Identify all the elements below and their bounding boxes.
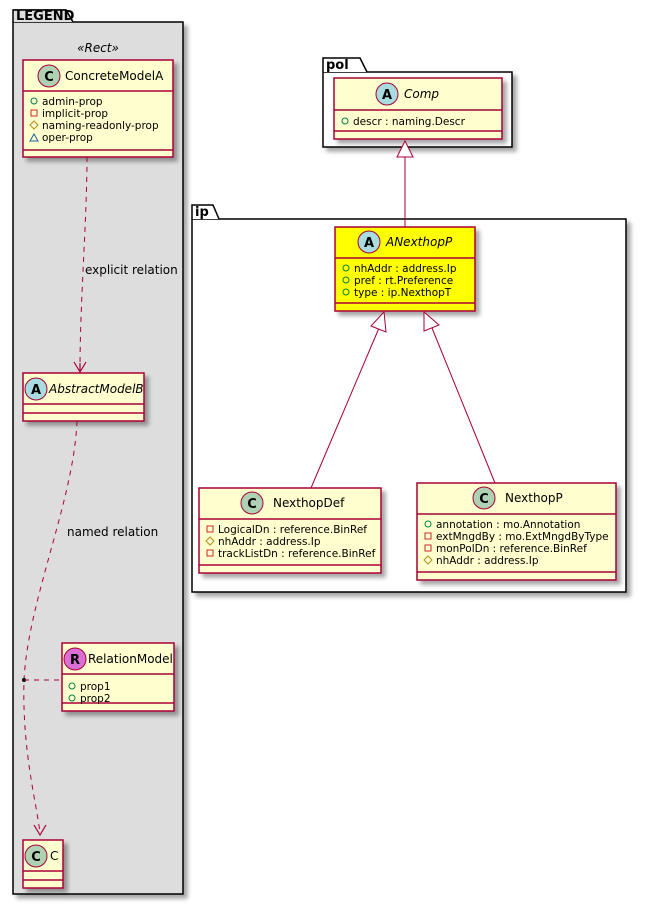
inheritance-arrow-icon	[423, 310, 440, 332]
protected-visibility-icon	[423, 555, 433, 565]
public-visibility-icon	[342, 288, 350, 296]
ip-package-label: ip	[195, 205, 209, 220]
class-spot-letter: R	[70, 653, 80, 668]
class-spot-icon	[240, 491, 264, 515]
attribute: annotation : mo.Annotation	[436, 519, 580, 531]
class-spot-icon	[24, 844, 48, 868]
class-name: Comp	[404, 87, 439, 101]
named-relation-label: named relation	[67, 525, 158, 539]
class-spot-icon	[37, 64, 61, 88]
private-visibility-icon	[206, 525, 214, 533]
generalization-edge-nexthopp	[423, 310, 496, 484]
class-anexthop-p[interactable]: A ANexthopP nhAddr : address.Ip pref : r…	[334, 226, 476, 312]
legend-package: LEGEND «Rect»	[12, 9, 184, 895]
legend-package-body	[12, 21, 184, 895]
attribute: prop1	[80, 681, 111, 693]
class-name: ANexthopP	[385, 235, 453, 249]
class-name: RelationModel	[88, 652, 173, 666]
protected-visibility-icon	[205, 536, 215, 546]
attribute: oper-prop	[42, 132, 93, 144]
attribute: extMngdBy : mo.ExtMngdByType	[436, 531, 609, 543]
private-visibility-icon	[424, 544, 432, 552]
public-visibility-icon	[30, 97, 38, 105]
attribute: nhAddr : address.Ip	[436, 555, 539, 567]
attribute: prop2	[80, 693, 111, 705]
class-name: ConcreteModelA	[65, 69, 164, 83]
protected-visibility-icon	[29, 120, 39, 130]
pol-package-label: pol	[326, 58, 349, 73]
class-spot-letter: C	[31, 850, 41, 865]
attribute: trackListDn : reference.BinRef	[218, 548, 376, 560]
class-spot-letter: A	[31, 383, 41, 398]
relation-spot-icon	[63, 647, 87, 671]
pol-package-tab	[322, 57, 368, 73]
attribute: implicit-prop	[42, 108, 108, 120]
class-name: NexthopDef	[273, 496, 345, 510]
class-spot-letter: C	[247, 497, 257, 512]
class-relation-model[interactable]: R RelationModel prop1 prop2	[61, 642, 175, 712]
abstract-spot-icon	[357, 230, 381, 254]
class-c[interactable]: C C	[22, 839, 64, 889]
class-nexthop-def[interactable]: C NexthopDef LogicalDn : reference.BinRe…	[198, 487, 382, 574]
attribute: nhAddr : address.Ip	[218, 536, 321, 548]
attribute: naming-readonly-prop	[42, 120, 159, 132]
attribute: nhAddr : address.Ip	[354, 263, 457, 275]
private-visibility-icon	[206, 549, 214, 557]
attribute: type : ip.NexthopT	[354, 287, 452, 299]
arrowhead-icon	[73, 361, 87, 374]
class-spot-letter: C	[44, 70, 54, 85]
attribute: descr : naming.Descr	[353, 116, 466, 128]
attribute: pref : rt.Preference	[354, 275, 453, 287]
inheritance-arrow-icon	[396, 139, 414, 158]
private-visibility-icon	[424, 532, 432, 540]
generalization-edge-nexthopdef	[310, 310, 387, 489]
class-name: AbstractModelB	[48, 382, 144, 396]
public-visibility-icon	[68, 682, 76, 690]
class-name: C	[50, 849, 58, 863]
class-comp[interactable]: A Comp descr : naming.Descr	[333, 77, 503, 140]
package-visibility-icon	[29, 132, 39, 142]
class-abstract-model-b[interactable]: A AbstractModelB	[22, 372, 145, 422]
ip-package-tab	[191, 204, 220, 220]
public-visibility-icon	[341, 117, 349, 125]
class-spot-letter: A	[382, 88, 392, 103]
generalization-edge-anexthop-comp	[396, 139, 414, 227]
class-spot-icon	[472, 486, 496, 510]
arrowhead-icon	[33, 824, 47, 837]
explicit-relation-edge: explicit relation	[73, 156, 178, 374]
public-visibility-icon	[342, 264, 350, 272]
public-visibility-icon	[342, 276, 350, 284]
class-spot-letter: A	[364, 236, 374, 251]
private-visibility-icon	[30, 109, 38, 117]
legend-package-label: LEGEND	[16, 9, 75, 24]
attribute: monPolDn : reference.BinRef	[436, 543, 587, 555]
named-relation-edge: named relation	[22, 420, 158, 837]
class-name: NexthopP	[505, 491, 563, 505]
inheritance-arrow-icon	[370, 310, 387, 333]
legend-stereotype: «Rect»	[77, 41, 119, 55]
attribute: admin-prop	[42, 96, 103, 108]
abstract-spot-icon	[24, 377, 48, 401]
public-visibility-icon	[424, 520, 432, 528]
attribute: LogicalDn : reference.BinRef	[218, 524, 367, 536]
class-nexthop-p[interactable]: C NexthopP annotation : mo.Annotation ex…	[416, 482, 617, 581]
public-visibility-icon	[68, 694, 76, 702]
class-spot-letter: C	[479, 492, 489, 507]
explicit-relation-label: explicit relation	[85, 263, 178, 277]
class-concrete-model-a[interactable]: C ConcreteModelA admin-prop implicit-pro…	[22, 59, 174, 158]
abstract-spot-icon	[375, 82, 399, 106]
